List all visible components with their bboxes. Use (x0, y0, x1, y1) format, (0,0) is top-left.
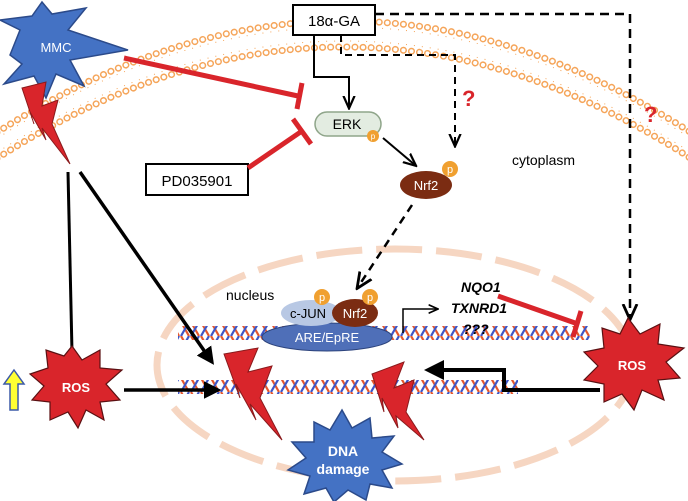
svg-text:p: p (371, 132, 376, 141)
nrf2-nucleus-protein (332, 299, 378, 327)
dna-strand-lower (178, 380, 518, 394)
nrf2-cyto-label: Nrf2 (414, 178, 439, 193)
dna-damage-line2: damage (317, 461, 370, 477)
question-mark-ros: ? (644, 102, 657, 127)
mmc-label: MMC (40, 40, 71, 55)
cjun-protein (281, 300, 341, 326)
erk-to-nrf2-arrow (382, 137, 415, 165)
ros-star-right: ROS (582, 316, 686, 412)
genes-inhibit-ros (497, 293, 579, 327)
ga-arrows (313, 12, 630, 318)
ros-left-label: ROS (62, 380, 91, 395)
nrf2-nucleus-label: Nrf2 (343, 306, 368, 321)
ros-star-left: ROS (28, 345, 124, 430)
radiation-to-dna-arrow (78, 171, 214, 365)
dna-lightning-icon-right (371, 361, 425, 441)
gene-txnrd1: TXNRD1 (451, 300, 507, 316)
dna-damage-line1: DNA (328, 443, 358, 459)
cytoplasm-label: cytoplasm (512, 152, 575, 168)
gene-unknown: ??? (463, 321, 489, 337)
ga-to-erk-arrow (313, 35, 349, 107)
cjun-label: c-JUN (290, 306, 326, 321)
radiation-to-ros-line (66, 171, 74, 353)
increase-up-arrow-icon (2, 368, 26, 411)
svg-text:p: p (319, 292, 325, 304)
nrf2-nucleus-phospho-icon (362, 289, 378, 305)
svg-text:p: p (447, 164, 453, 176)
mmc-star: MMC (0, 0, 129, 100)
transcription-arrow (402, 309, 437, 333)
question-mark-nrf2: ? (462, 86, 475, 111)
erk-label: ERK (333, 116, 362, 132)
are-label: ARE/EpRE (295, 330, 360, 345)
nucleus-label: nucleus (226, 287, 274, 303)
nrf2-phospho-icon (442, 161, 458, 177)
ga-to-nrf2-dashed-arrow (340, 35, 455, 145)
radiation-lightning-icon (21, 81, 71, 165)
pd-inhibits-erk (246, 128, 304, 171)
tf-complex: ARE/EpRE c-JUN p Nrf2 p (261, 289, 393, 352)
svg-text:p: p (367, 292, 373, 304)
ga-box: 18α-GA (292, 4, 376, 36)
nrf2-cytoplasm: Nrf2 p (400, 161, 458, 199)
radiation-arrows (66, 171, 214, 365)
target-genes: NQO1 TXNRD1 ??? (451, 279, 507, 337)
mmc-inhibits-erk (123, 55, 299, 99)
pd-box: PD035901 (145, 163, 249, 196)
dna-lightning-icon-left (223, 347, 283, 441)
erk-protein: ERK p (314, 111, 382, 142)
ga-to-ros-dashed-arrow (375, 12, 630, 318)
cjun-phospho-icon (314, 289, 330, 305)
ros-right-label: ROS (618, 358, 647, 373)
erk-phospho-icon (367, 130, 379, 142)
ros-right-to-dna-arrow (424, 360, 600, 392)
dna-damage-star: DNA damage (286, 408, 404, 501)
gene-nqo1: NQO1 (461, 279, 501, 295)
inhibition-lines (123, 55, 584, 338)
nrf2-translocation-arrow (358, 204, 414, 287)
pd-label: PD035901 (162, 173, 233, 190)
ga-label: 18α-GA (308, 13, 360, 30)
